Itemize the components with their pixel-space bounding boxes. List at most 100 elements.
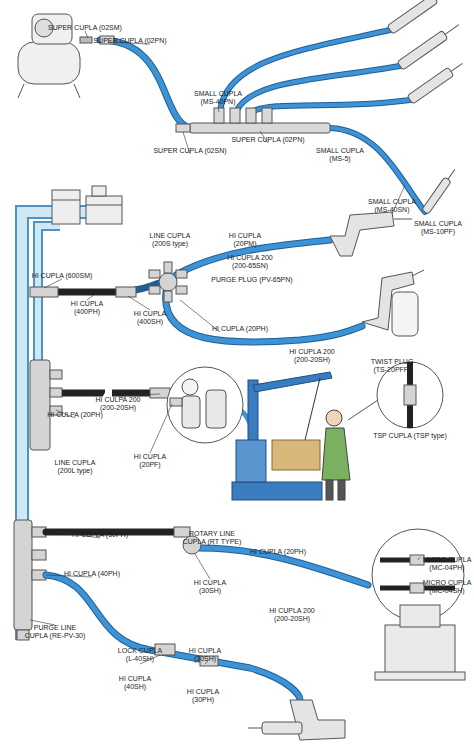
air-tool [407,67,454,104]
part-label: HI CUPLA (30PH) [60,531,140,539]
part-label: TWIST PLUG (TS-20PFF) [365,358,419,374]
hose-line [166,292,362,342]
part-label: HI CUPLA (400SH) [123,310,177,326]
air-tool [422,167,458,214]
part-label: HI CUPLA (30SH) [183,579,237,595]
part-label: HI CUPLA (20PM) [218,232,272,248]
hose-line [58,240,362,342]
coupler [149,286,160,294]
part-label: HI CUPLA (40SH) [108,675,162,691]
manifold [100,36,330,133]
air-dryer [52,190,80,224]
balancer-crane [305,378,320,440]
impact-wrench [248,728,262,729]
worker [322,428,350,480]
leader-line [87,294,95,300]
part-label: HI CULPA 200 (200-20SH) [91,396,145,412]
leader-line [218,108,219,112]
worker [326,480,333,500]
air-hose [100,40,190,128]
filter-regulator [167,367,243,443]
part-label: SUPER CUPLA (02PN) [223,136,313,144]
part-label: ROTARY LINE CUPLA (RT TYPE) [177,530,247,546]
line-manifold [30,360,50,450]
air-tool [387,0,465,214]
filter-regulator [167,367,243,443]
machine [375,672,465,680]
part-label: HI CUPLA (400PH) [60,300,114,316]
air-dryer [86,205,122,206]
coupler [174,527,190,537]
part-label: SMALL CUPLA (MS-40PN) [191,90,245,106]
leader-line [85,31,88,38]
filter-regulator [206,390,226,428]
manifold [230,108,240,123]
leader-line [195,554,210,579]
balancer-crane [272,440,320,470]
filter-regulator [182,379,198,395]
part-label: SUPER CUPLA (02PN) [85,37,175,45]
coupler [30,262,187,302]
compressor [18,42,80,84]
part-label: HI CUPLA 200 (200-65SN) [223,254,277,270]
part-label: HI CUPLA (20PF) [123,453,177,469]
balancer-crane [232,372,332,500]
hose-line [58,289,118,296]
impact-wrench [248,700,345,740]
compressor [80,37,92,43]
air-hose [220,30,425,212]
purge-line-cupla [14,520,32,630]
air-tool [330,212,424,336]
air-tool [451,63,462,71]
line-manifold [50,388,62,397]
air-tool [387,0,452,34]
machine [385,625,455,675]
coupler [149,270,160,278]
coupler [30,287,58,297]
air-tool [412,270,424,276]
part-label: HI CUPLA (30PH) [176,688,230,704]
part-label: MICRO CUPLA (MC-04PH) [420,556,474,572]
air-hose [220,30,425,212]
machine [375,605,465,680]
air-tool [397,21,462,70]
manifold [214,108,224,123]
air-tool [387,0,438,34]
part-label: HI CUPLA 200 (200-20SH) [285,348,339,364]
leader-line [118,394,160,396]
air-dryer [52,186,122,224]
part-label: SMALL CUPLA (MS-5) [313,147,367,163]
air-tool [445,25,459,35]
air-tool [397,30,448,70]
hose-line [166,292,362,342]
filter-regulator [182,396,200,428]
manifold [246,108,256,123]
leader-line [30,31,420,664]
compressor [74,84,80,98]
air-hose [100,30,425,212]
part-label: HI CUPLA 200 (200-20SH) [265,607,319,623]
air-tool [422,177,451,214]
part-label: HI CUPLA (20PH) [200,325,280,333]
part-label: HI CUPLA (30SH) [178,647,232,663]
part-label: SMALL CUPLA (MS-10PF) [411,220,465,236]
part-label: HI CULPA (20PH) [35,411,115,419]
line-manifold [50,370,62,379]
coupler [176,286,187,294]
air-hose [100,40,190,128]
coupler [159,273,177,291]
balancer-crane [232,482,322,500]
manifold [176,124,190,132]
manifold [262,108,272,123]
air-tool [407,59,465,104]
leader-line [418,557,420,560]
coupler [164,262,172,273]
micro-inset [410,555,424,565]
part-label: LOCK CUPLA (L-40SH) [113,647,167,663]
balancer-crane [253,372,332,392]
balancer-crane [236,440,266,482]
purge-line-cupla [32,550,46,560]
leader-line [150,404,172,453]
leader-line [44,279,62,288]
